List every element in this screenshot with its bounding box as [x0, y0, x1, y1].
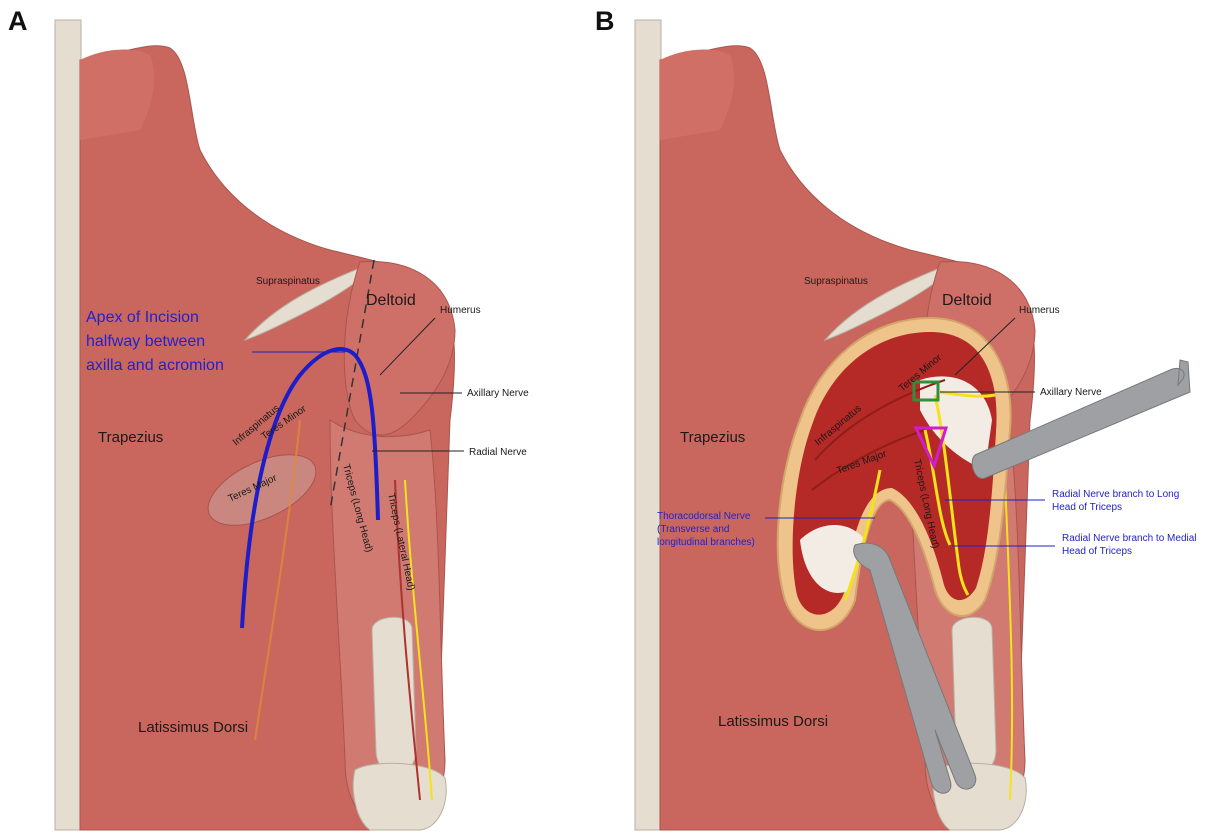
- label-radial-medial-line2: Head of Triceps: [1062, 546, 1132, 557]
- label-thoracodorsal-line2: (Transverse and: [657, 524, 729, 535]
- spine-strip: [635, 20, 661, 830]
- label-radial-long-line1: Radial Nerve branch to Long: [1052, 489, 1179, 500]
- label-apex-line1: Apex of Incision: [86, 309, 199, 326]
- label-supraspinatus: Supraspinatus: [804, 276, 868, 287]
- label-deltoid: Deltoid: [942, 292, 992, 309]
- label-humerus: Humerus: [1019, 305, 1060, 316]
- label-latissimus: Latissimus Dorsi: [138, 719, 248, 736]
- panel-b: Supraspinatus Deltoid Humerus Axillary N…: [635, 20, 1197, 830]
- label-radial-long-line2: Head of Triceps: [1052, 502, 1122, 513]
- label-apex-line2: halfway between: [86, 333, 205, 350]
- label-trapezius: Trapezius: [680, 429, 745, 446]
- label-apex-line3: axilla and acromion: [86, 357, 224, 374]
- label-supraspinatus: Supraspinatus: [256, 276, 320, 287]
- spine-strip: [55, 20, 81, 830]
- label-deltoid: Deltoid: [366, 292, 416, 309]
- label-thoracodorsal-line3: longitudinal branches): [657, 537, 755, 548]
- label-thoracodorsal-line1: Thoracodorsal Nerve: [657, 511, 751, 522]
- label-axillary-nerve: Axillary Nerve: [1040, 387, 1102, 398]
- panel-a: Supraspinatus Deltoid Humerus Axillary N…: [55, 20, 529, 830]
- label-radial-medial-line1: Radial Nerve branch to Medial: [1062, 533, 1197, 544]
- label-axillary-nerve: Axillary Nerve: [467, 388, 529, 399]
- label-humerus: Humerus: [440, 305, 481, 316]
- label-latissimus: Latissimus Dorsi: [718, 713, 828, 730]
- label-radial-nerve: Radial Nerve: [469, 447, 527, 458]
- label-trapezius: Trapezius: [98, 429, 163, 446]
